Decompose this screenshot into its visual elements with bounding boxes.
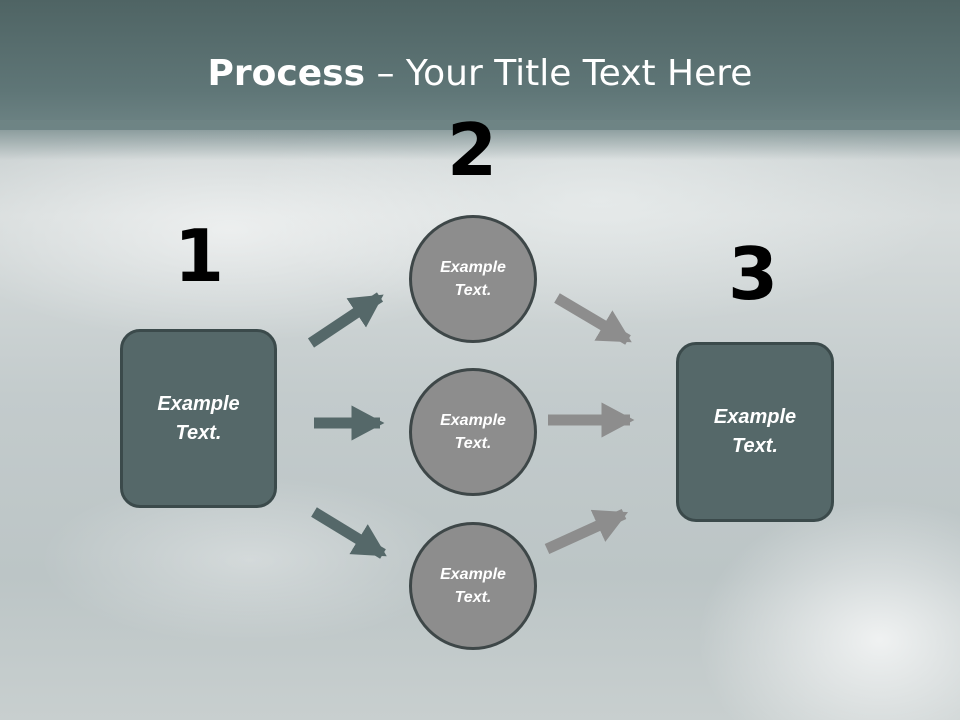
title-rest: – Your Title Text Here (365, 53, 753, 94)
step-box-1-text: Example Text. (157, 392, 240, 444)
step-number-2: 2 (446, 108, 498, 192)
step-number-3: 3 (727, 232, 779, 316)
step-box-3: Example Text. (676, 342, 834, 522)
process-circle-2: Example Text. (409, 368, 537, 496)
title-bar (0, 0, 960, 130)
arrow-circle3-to-box3 (544, 508, 629, 555)
arrow-box1-to-circle1 (307, 292, 384, 348)
step-number-1: 1 (173, 214, 225, 298)
slide-title: Process – Your Title Text Here (0, 52, 960, 96)
arrow-box1-to-circle3 (311, 507, 387, 559)
step-box-1: Example Text. (120, 329, 277, 508)
process-circle-3-text: Example Text. (440, 566, 506, 606)
process-circle-3: Example Text. (409, 522, 537, 650)
process-circle-1: Example Text. (409, 215, 537, 343)
step-box-3-text: Example Text. (713, 406, 797, 457)
title-bold: Process (207, 53, 366, 94)
process-circle-1-text: Example Text. (440, 259, 506, 299)
process-circle-2-text: Example Text. (440, 412, 506, 452)
arrow-circle1-to-box3 (554, 293, 632, 345)
